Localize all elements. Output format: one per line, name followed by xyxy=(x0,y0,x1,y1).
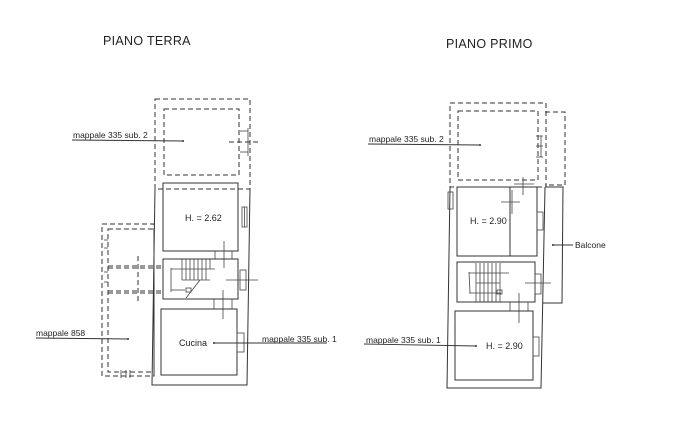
ground-floor-plan xyxy=(35,98,327,386)
first-floor-title: PIANO PRIMO xyxy=(446,37,533,51)
stair-treads xyxy=(468,263,509,302)
kitchen-label: Cucina xyxy=(179,338,208,348)
first-upper-room-height-label: H. = 2.90 xyxy=(470,216,507,226)
mappale-335-sub-1-label-ground: mappale 335 sub. 1 xyxy=(262,334,337,344)
first-floor-plan xyxy=(363,102,573,389)
mappale-335-sub-2-label-ground: mappale 335 sub. 2 xyxy=(73,130,148,140)
stair-treads xyxy=(170,259,215,299)
ground-room-height-label: H. = 2.62 xyxy=(185,213,222,223)
mappale-335-sub-1-label-first: mappale 335 sub. 1 xyxy=(366,335,441,345)
first-lower-room-height-label: H. = 2.90 xyxy=(486,341,523,351)
ground-floor-title: PIANO TERRA xyxy=(103,34,191,48)
balcony-label: Balcone xyxy=(575,240,606,250)
mappale-335-sub-2-label-first: mappale 335 sub. 2 xyxy=(369,134,444,144)
mappale-858-label: mappale 858 xyxy=(36,328,86,338)
